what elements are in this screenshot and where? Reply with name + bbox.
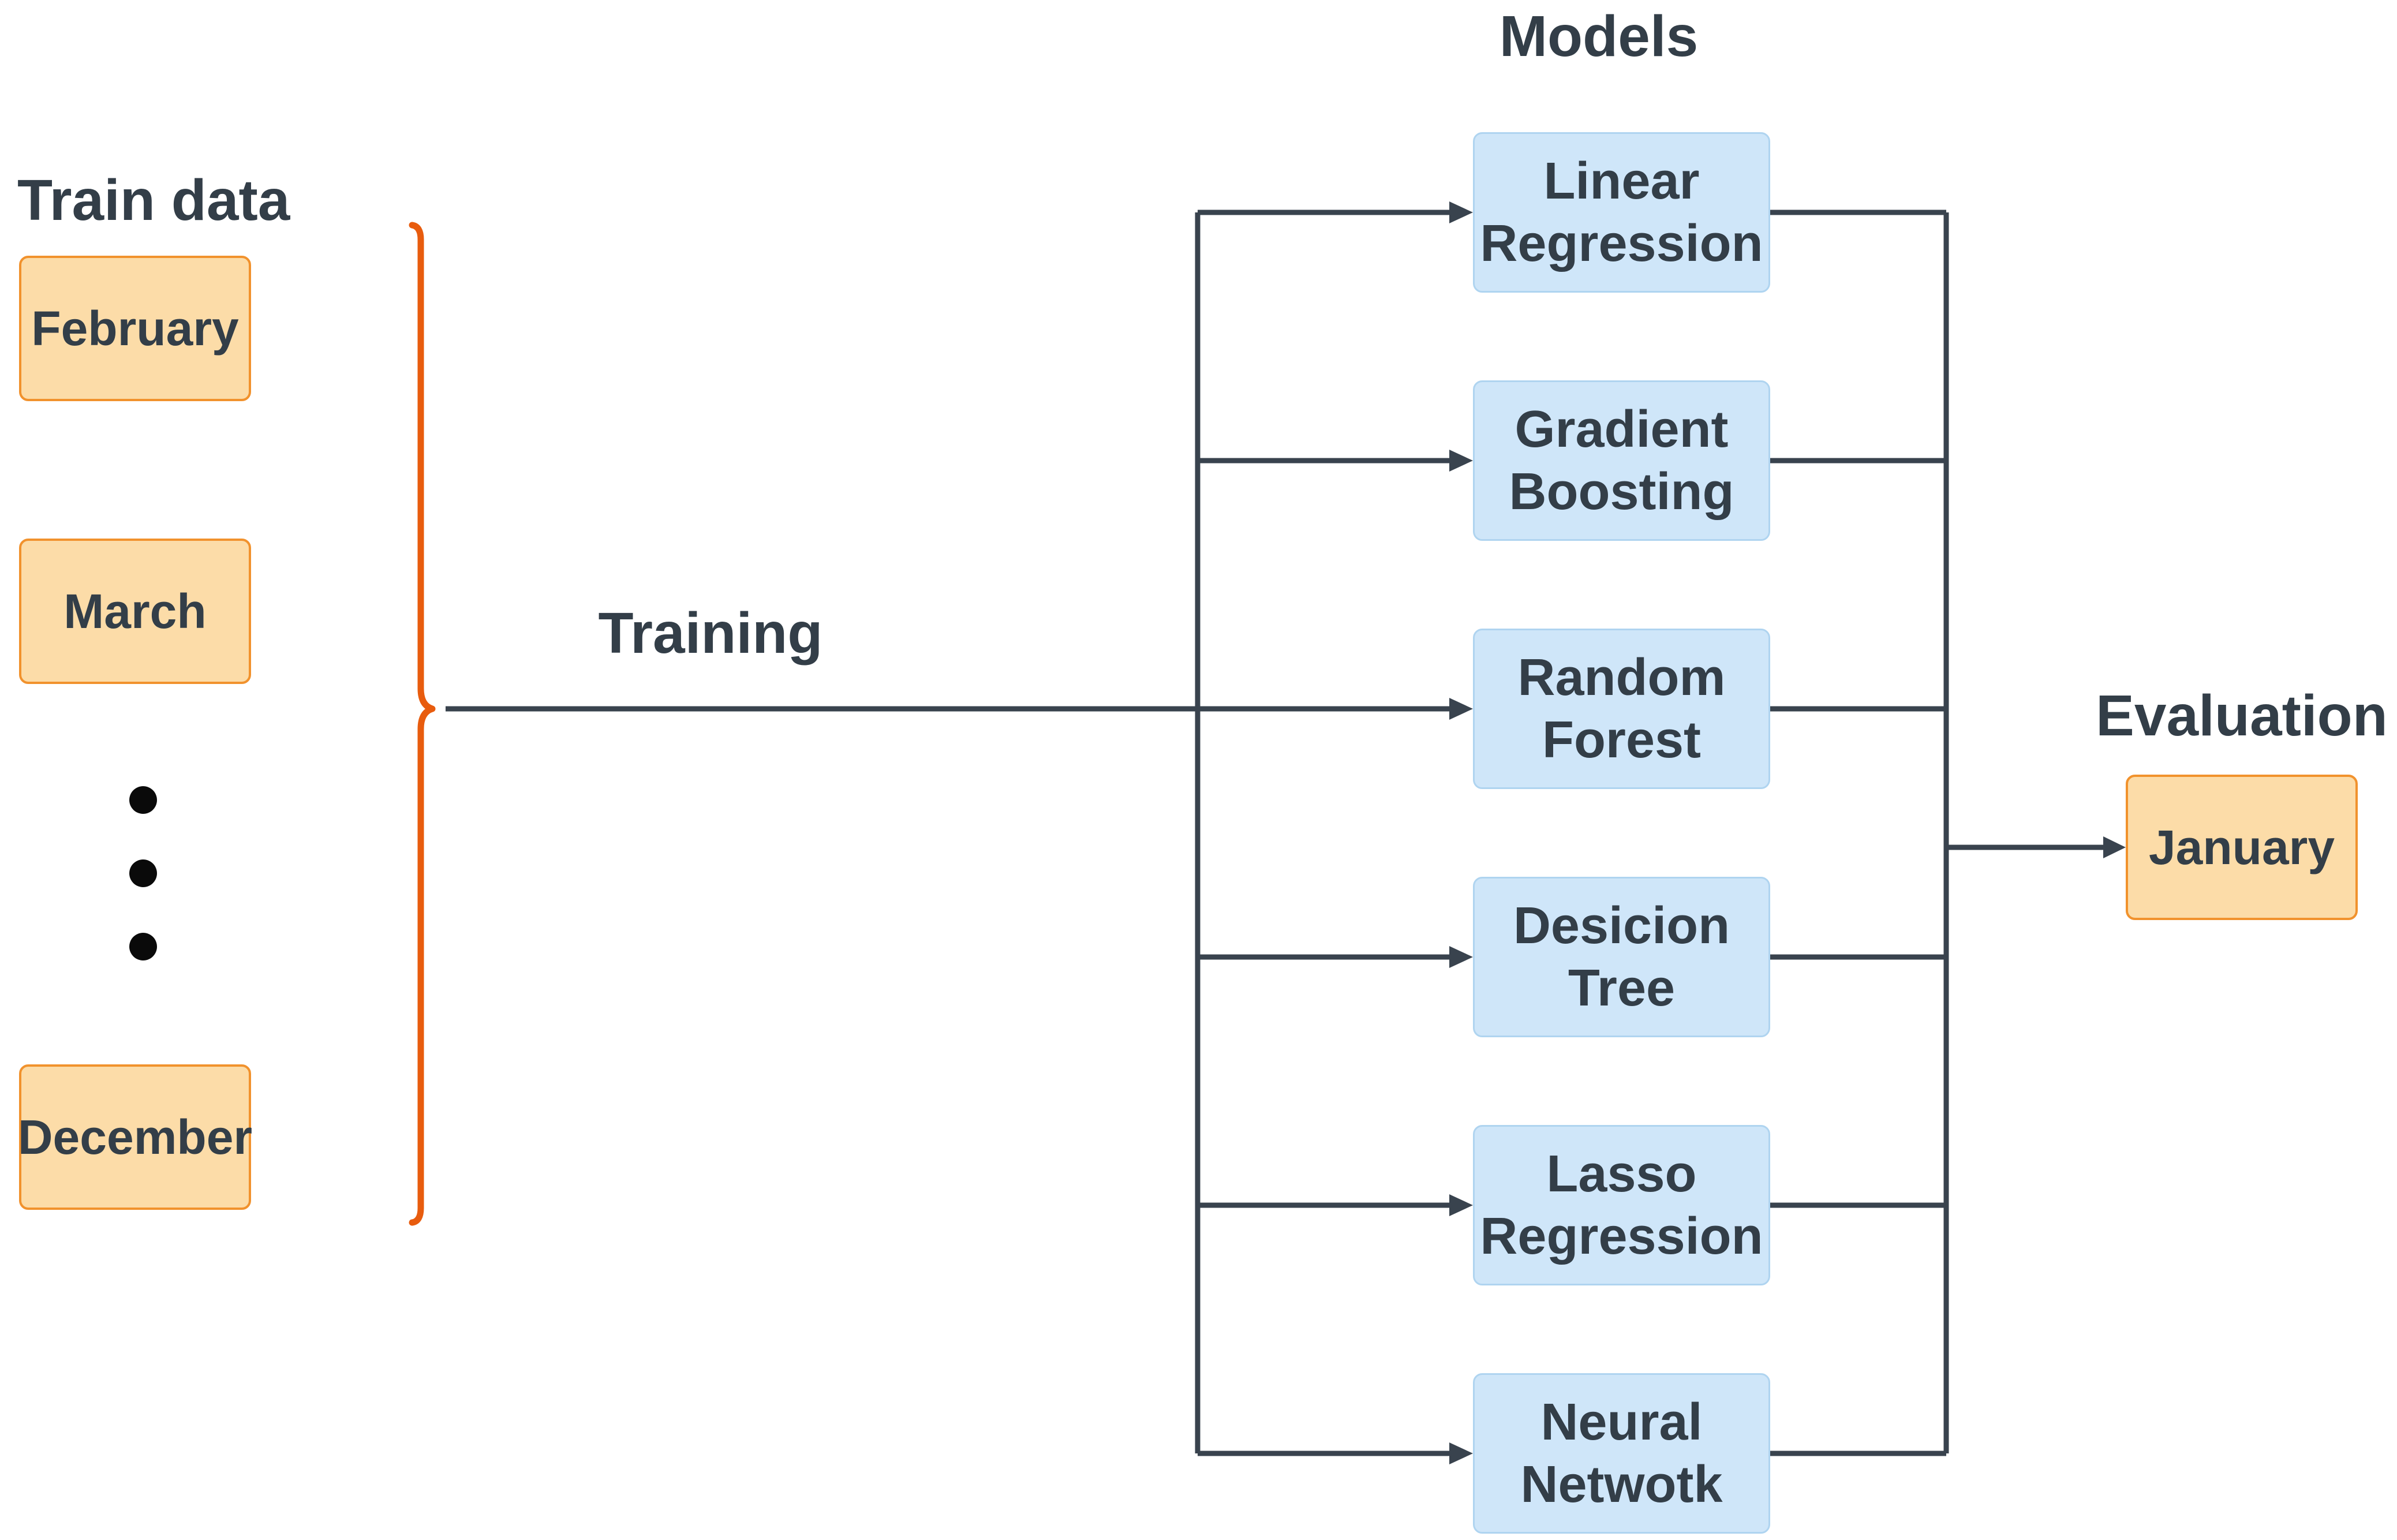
model-label: Linear Regression <box>1480 152 1763 272</box>
ellipsis-dot <box>129 786 157 814</box>
train-month-february: February <box>19 256 251 401</box>
right-arrow-icon <box>1449 698 1473 720</box>
train-month-december-label: December <box>17 1109 253 1164</box>
right-arrow-icon <box>2103 836 2126 858</box>
right-arrow-icon <box>1449 1194 1473 1216</box>
train-month-march-label: March <box>63 584 207 638</box>
ellipsis-dot <box>129 859 157 887</box>
train-data-title: Train data <box>17 168 290 233</box>
model-box-lasso-regression: Lasso Regression <box>1473 1125 1770 1285</box>
right-arrow-icon <box>1449 201 1473 223</box>
model-box-gradient-boosting: Gradient Boosting <box>1473 380 1770 541</box>
evaluation-box-label: January <box>2148 820 2335 874</box>
model-label: Gradient Boosting <box>1509 401 1734 521</box>
model-label: Neural Netwotk <box>1520 1393 1723 1513</box>
model-box-neural-netwotk: Neural Netwotk <box>1473 1373 1770 1534</box>
training-label: Training <box>598 601 823 666</box>
right-curly-brace-icon <box>409 222 436 1226</box>
right-arrow-icon <box>1449 946 1473 968</box>
train-month-march: March <box>19 539 251 684</box>
model-box-linear-regression: Linear Regression <box>1473 132 1770 293</box>
model-label: Lasso Regression <box>1480 1145 1763 1265</box>
model-label: Random Forest <box>1517 649 1726 769</box>
model-label: Desicion Tree <box>1513 897 1730 1017</box>
right-arrow-icon <box>1449 450 1473 472</box>
model-box-random-forest: Random Forest <box>1473 629 1770 789</box>
ellipsis-dot <box>129 933 157 960</box>
model-box-desicion-tree: Desicion Tree <box>1473 877 1770 1037</box>
evaluation-title: Evaluation <box>2096 683 2388 748</box>
right-arrow-icon <box>1449 1442 1473 1464</box>
models-title: Models <box>1499 4 1699 69</box>
evaluation-box-january: January <box>2126 775 2358 920</box>
train-month-december: December <box>17 1064 253 1210</box>
train-month-february-label: February <box>31 301 239 356</box>
